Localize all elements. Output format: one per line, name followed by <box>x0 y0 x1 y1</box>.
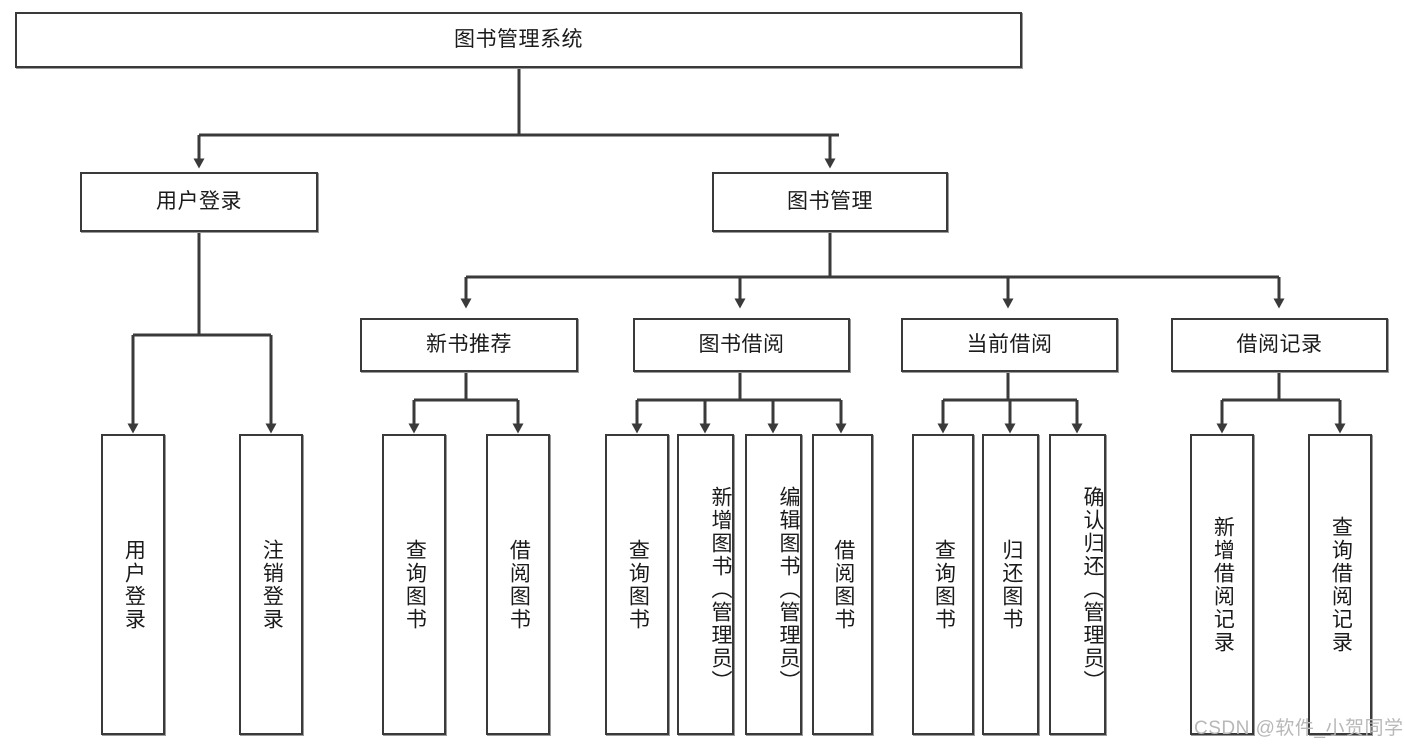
node-book-borrow[interactable]: 图书借阅 <box>633 318 850 372</box>
leaf-edit-book-admin[interactable]: 编辑图书（管理员） <box>745 434 802 735</box>
watermark-text: CSDN @软件_小贺同学 <box>1194 718 1404 739</box>
leaf-borrow-books-new[interactable]: 借阅图书 <box>486 434 550 735</box>
leaf-query-books-borrow[interactable]: 查询图书 <box>605 434 669 735</box>
leaf-add-borrow-record[interactable]: 新增借阅记录 <box>1190 434 1254 735</box>
node-borrow-records[interactable]: 借阅记录 <box>1171 318 1388 372</box>
node-user-login[interactable]: 用户登录 <box>80 172 318 232</box>
leaf-query-books-current[interactable]: 查询图书 <box>912 434 974 735</box>
leaf-user-login[interactable]: 用户登录 <box>101 434 165 735</box>
leaf-confirm-return-admin[interactable]: 确认归还（管理员） <box>1049 434 1106 735</box>
node-book-management[interactable]: 图书管理 <box>712 172 948 232</box>
leaf-return-books[interactable]: 归还图书 <box>982 434 1039 735</box>
node-current-borrow[interactable]: 当前借阅 <box>901 318 1118 372</box>
leaf-add-book-admin[interactable]: 新增图书（管理员） <box>677 434 734 735</box>
leaf-query-books-new[interactable]: 查询图书 <box>382 434 446 735</box>
leaf-query-borrow-record[interactable]: 查询借阅记录 <box>1308 434 1372 735</box>
node-root-system[interactable]: 图书管理系统 <box>15 12 1022 68</box>
node-new-book-recommend[interactable]: 新书推荐 <box>360 318 578 372</box>
leaf-borrow-books[interactable]: 借阅图书 <box>812 434 873 735</box>
leaf-logout[interactable]: 注销登录 <box>239 434 303 735</box>
